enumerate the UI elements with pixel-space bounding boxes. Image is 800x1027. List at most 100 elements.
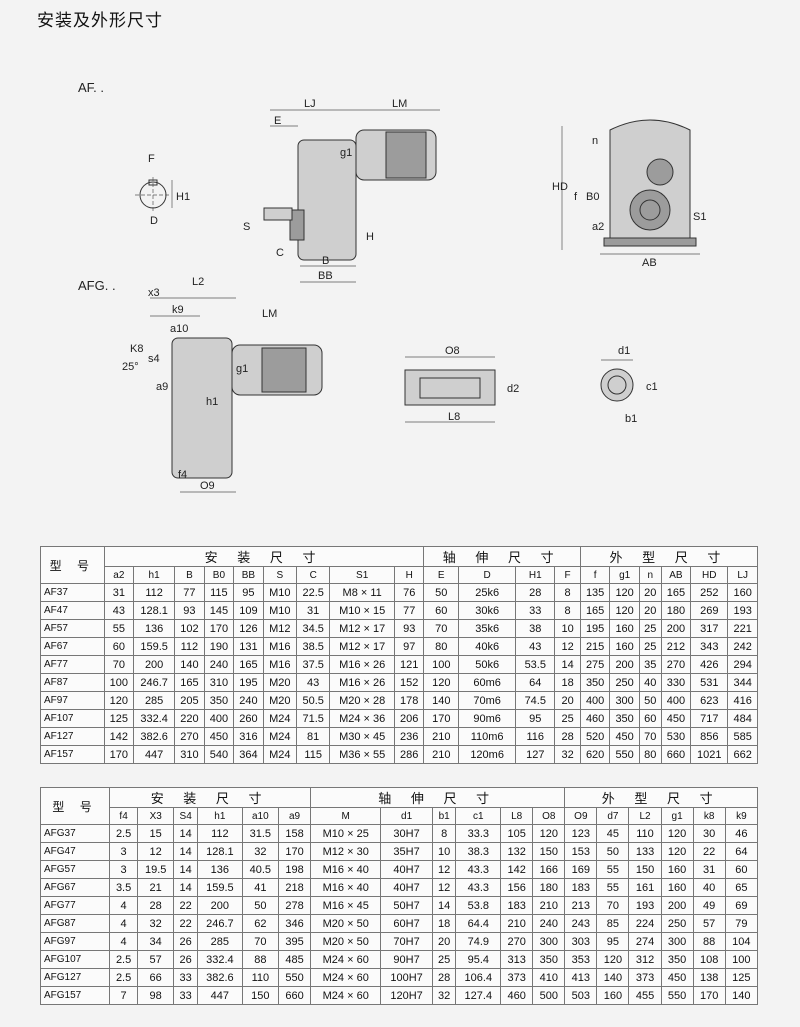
value-cell: 300 xyxy=(532,932,566,951)
value-cell: 170 xyxy=(692,986,726,1005)
label-k9: k9 xyxy=(172,304,184,316)
column-header: AB xyxy=(660,566,692,584)
value-cell: M10 xyxy=(262,601,298,620)
label-s4: s4 xyxy=(148,353,160,365)
value-cell: 50 xyxy=(423,583,460,602)
value-cell: 330 xyxy=(660,673,692,692)
column-header: S1 xyxy=(329,566,395,584)
value-cell: 31.5 xyxy=(241,824,280,843)
value-cell: 332.4 xyxy=(197,950,243,969)
value-cell: 20 xyxy=(638,583,662,602)
value-cell: 7 xyxy=(109,986,139,1005)
value-cell: 60 xyxy=(423,601,460,620)
value-cell: 46 xyxy=(724,824,759,843)
value-cell: 33 xyxy=(173,968,199,987)
value-cell: 112 xyxy=(133,583,176,602)
value-cell: 410 xyxy=(532,968,566,987)
value-cell: 120 xyxy=(660,842,694,861)
value-cell: 14 xyxy=(431,896,457,915)
label-c: C xyxy=(276,247,284,259)
label-b: B xyxy=(322,255,329,267)
value-cell: 303 xyxy=(564,932,598,951)
column-header: g1 xyxy=(609,566,640,584)
value-cell: 88 xyxy=(692,932,726,951)
column-header: f xyxy=(579,566,611,584)
value-cell: 95 xyxy=(233,583,264,602)
value-cell: 50 xyxy=(596,842,630,861)
value-cell: M20 × 28 xyxy=(329,691,395,710)
value-cell: 160 xyxy=(660,860,694,879)
value-cell: 34.5 xyxy=(295,619,331,638)
value-cell: 153 xyxy=(564,842,598,861)
column-header: LJ xyxy=(727,566,758,584)
model-cell: AFG87 xyxy=(39,914,111,933)
value-cell: 50k6 xyxy=(458,655,517,674)
column-header: k8 xyxy=(692,807,726,825)
value-cell: 373 xyxy=(500,968,534,987)
value-cell: 125 xyxy=(103,709,135,728)
value-cell: 300 xyxy=(609,691,640,710)
model-cell: AF37 xyxy=(40,583,105,602)
value-cell: 112 xyxy=(174,637,205,656)
value-cell: 550 xyxy=(609,745,640,764)
value-cell: 40 xyxy=(638,673,662,692)
value-cell: 60 xyxy=(103,637,135,656)
value-cell: 240 xyxy=(532,914,566,933)
value-cell: 32 xyxy=(554,745,581,764)
value-cell: M12 × 17 xyxy=(329,637,395,656)
value-cell: 50H7 xyxy=(380,896,433,915)
column-header: X3 xyxy=(137,807,175,825)
label-f-small: f xyxy=(574,191,578,203)
value-cell: 32 xyxy=(241,842,280,861)
value-cell: 400 xyxy=(203,709,235,728)
value-cell: 416 xyxy=(727,691,758,710)
column-header: BB xyxy=(233,566,264,584)
label-angle: 25° xyxy=(122,361,139,373)
afg-model-header: 型 号 xyxy=(39,787,111,825)
value-cell: 250 xyxy=(609,673,640,692)
value-cell: 503 xyxy=(564,986,598,1005)
label-ab: AB xyxy=(642,257,657,269)
value-cell: 717 xyxy=(690,709,729,728)
value-cell: 165 xyxy=(660,583,692,602)
value-cell: 170 xyxy=(203,619,235,638)
label-h1-small: h1 xyxy=(206,396,218,408)
value-cell: 313 xyxy=(500,950,534,969)
value-cell: 70 xyxy=(241,932,280,951)
value-cell: M24 × 36 xyxy=(329,709,395,728)
model-cell: AF47 xyxy=(40,601,105,620)
value-cell: 200 xyxy=(660,896,694,915)
value-cell: 278 xyxy=(277,896,312,915)
value-cell: 104 xyxy=(724,932,759,951)
model-cell: AF107 xyxy=(40,709,105,728)
column-header: M xyxy=(310,807,382,825)
value-cell: M16 xyxy=(262,637,298,656)
column-header: O9 xyxy=(564,807,598,825)
af-model-header: 型 号 xyxy=(40,546,105,584)
value-cell: 210 xyxy=(423,727,460,746)
value-cell: 133 xyxy=(628,842,662,861)
value-cell: 108 xyxy=(692,950,726,969)
value-cell: 22 xyxy=(692,842,726,861)
value-cell: 64 xyxy=(724,842,759,861)
value-cell: M20 xyxy=(262,691,298,710)
value-cell: 128.1 xyxy=(197,842,243,861)
value-cell: 170 xyxy=(277,842,312,861)
af-group-shaft: 轴 伸 尺 寸 xyxy=(423,546,581,567)
value-cell: 116 xyxy=(515,727,556,746)
value-cell: 623 xyxy=(690,691,729,710)
value-cell: 156 xyxy=(500,878,534,897)
value-cell: 70 xyxy=(596,896,630,915)
value-cell: M16 xyxy=(262,655,298,674)
value-cell: 35H7 xyxy=(380,842,433,861)
value-cell: 350 xyxy=(532,950,566,969)
value-cell: 350 xyxy=(579,673,611,692)
model-cell: AFG157 xyxy=(39,986,111,1005)
value-cell: 8 xyxy=(554,583,581,602)
value-cell: 160 xyxy=(596,986,630,1005)
model-cell: AF67 xyxy=(40,637,105,656)
model-cell: AFG97 xyxy=(39,932,111,951)
